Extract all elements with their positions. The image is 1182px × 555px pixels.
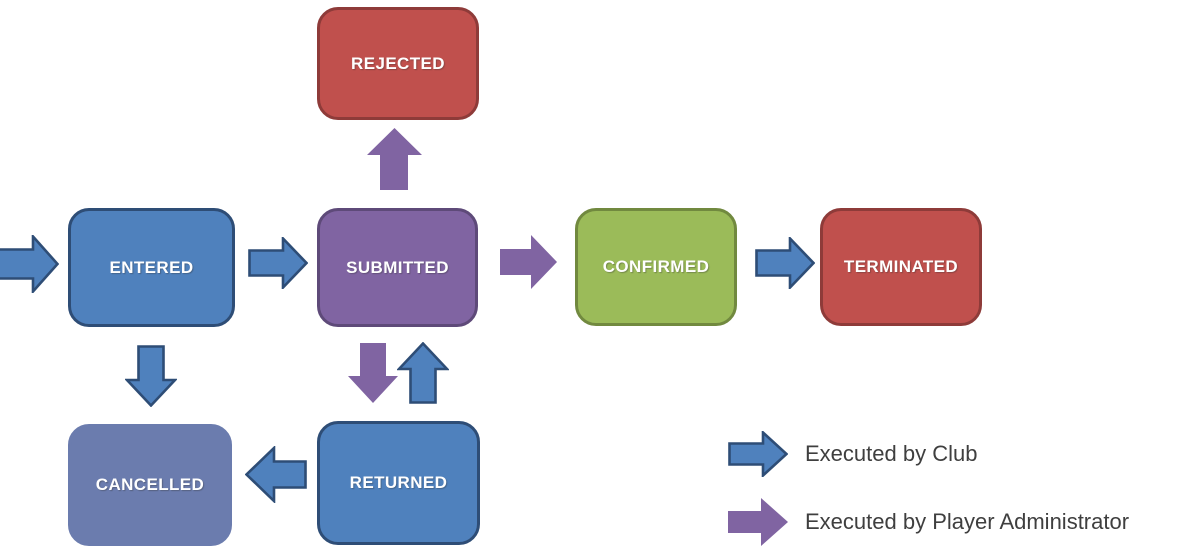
arrow-entered-to-cancelled-club <box>125 345 177 407</box>
node-terminated-label: TERMINATED <box>843 257 959 276</box>
legend-admin-label: Executed by Player Administrator <box>805 509 1130 534</box>
node-returned: RETURNED <box>317 421 480 545</box>
node-rejected: REJECTED <box>317 7 479 120</box>
arrow-returned-to-submitted-club <box>397 342 449 404</box>
node-confirmed-label: CONFIRMED <box>602 257 710 276</box>
node-terminated: TERMINATED <box>820 208 982 326</box>
node-submitted: SUBMITTED <box>317 208 478 327</box>
node-submitted-label: SUBMITTED <box>346 257 449 277</box>
node-entered-label: ENTERED <box>109 257 194 277</box>
arrow-entered-to-submitted-club <box>248 237 308 289</box>
legend-club-label: Executed by Club <box>805 441 978 466</box>
arrow-confirmed-to-terminated-club <box>755 237 815 289</box>
arrow-submitted-to-confirmed-admin <box>500 235 557 289</box>
node-cancelled: CANCELLED <box>68 424 232 546</box>
arrow-returned-to-cancelled-club <box>245 446 307 503</box>
arrow-start-to-entered-club <box>0 235 59 293</box>
node-returned-label: RETURNED <box>349 473 448 492</box>
arrow-submitted-to-returned-admin <box>348 343 398 403</box>
node-entered: ENTERED <box>68 208 235 327</box>
legend-admin-arrow-icon <box>728 498 788 546</box>
node-confirmed: CONFIRMED <box>575 208 737 326</box>
node-cancelled-label: CANCELLED <box>95 475 205 494</box>
node-rejected-label: REJECTED <box>351 53 445 73</box>
arrow-submitted-to-rejected-admin <box>367 128 422 190</box>
legend-club-arrow-icon <box>728 431 788 477</box>
